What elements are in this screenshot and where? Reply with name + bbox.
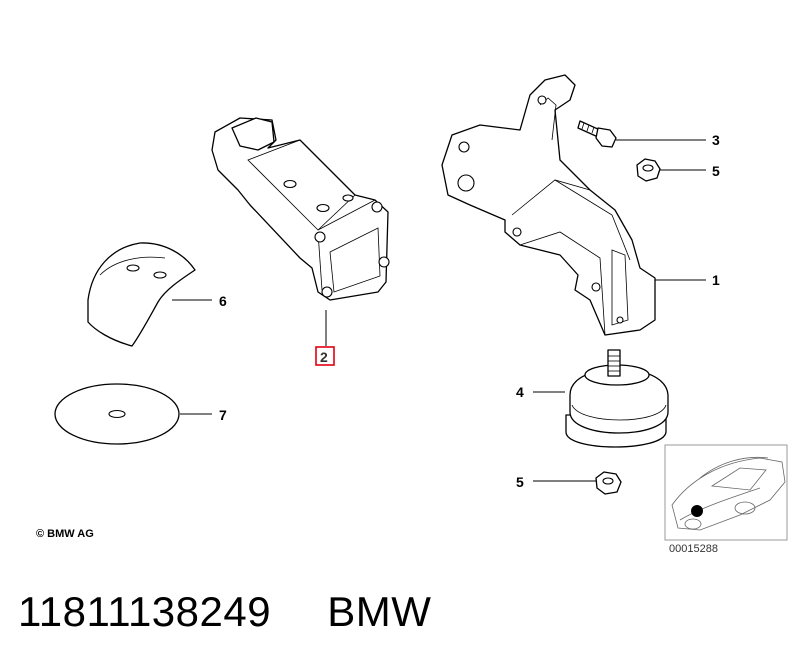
location-marker-icon	[691, 505, 703, 517]
part-5-nut-upper[interactable]	[636, 158, 661, 182]
part-number: 11811138249	[18, 588, 272, 635]
part-1-mount-bracket[interactable]	[441, 74, 656, 336]
callout-5-lower[interactable]: 5	[516, 474, 524, 490]
callout-2-highlighted[interactable]: 2	[315, 346, 335, 366]
callout-5-upper[interactable]: 5	[712, 163, 720, 179]
part-5-nut-lower[interactable]	[595, 471, 622, 495]
callout-2[interactable]: 2	[320, 349, 328, 365]
callout-6[interactable]: 6	[219, 293, 227, 309]
callout-1[interactable]: 1	[712, 272, 720, 288]
reference-number: 00015288	[669, 543, 718, 555]
copyright-text: © BMW AG	[36, 528, 94, 540]
callout-7[interactable]: 7	[219, 407, 227, 423]
part-3-bolt[interactable]	[577, 120, 617, 148]
brand-name: BMW	[327, 588, 432, 635]
part-7-disc[interactable]	[54, 383, 180, 445]
car-location-inset	[664, 444, 788, 541]
part-2-engine-bracket[interactable]	[211, 117, 390, 301]
part-number-caption: 11811138249 BMW	[18, 588, 431, 636]
callout-4[interactable]: 4	[516, 384, 524, 400]
callout-3[interactable]: 3	[712, 132, 720, 148]
leader-lines	[172, 139, 706, 482]
part-4-rubber-mount[interactable]	[565, 349, 669, 448]
part-6-heat-shield[interactable]	[87, 242, 196, 347]
